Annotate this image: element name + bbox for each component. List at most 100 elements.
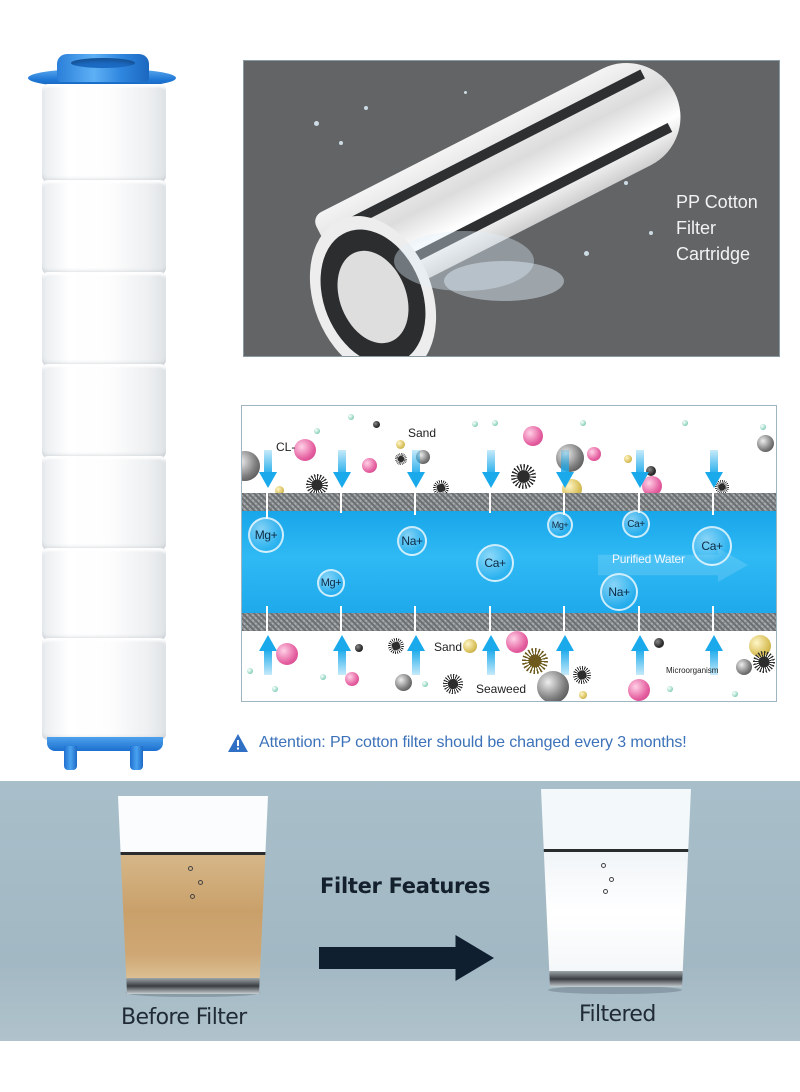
warning-triangle-icon	[227, 733, 249, 753]
particle-icon	[667, 686, 673, 692]
water-droplet	[364, 106, 368, 110]
particle-icon	[373, 421, 380, 428]
filter-features-title: Filter Features	[320, 874, 491, 898]
arrow-up-icon	[556, 635, 574, 675]
comparison-panel	[0, 781, 800, 1041]
particle-icon	[355, 644, 363, 652]
pore-line	[340, 493, 342, 513]
purified-water-label: Purified Water	[612, 552, 685, 566]
particle-icon	[682, 420, 688, 426]
glass-empty-space	[541, 789, 691, 849]
bubble	[601, 863, 606, 868]
attention-text: Attention: PP cotton filter should be ch…	[259, 734, 687, 751]
particle-icon	[579, 691, 587, 699]
particle-icon	[463, 639, 477, 653]
cutaway-label-line: Cartridge	[676, 244, 751, 264]
particle-icon	[506, 631, 528, 653]
sand-label-top: Sand	[408, 426, 437, 440]
arrow-down-icon	[407, 450, 425, 490]
cartridge-segment	[42, 84, 166, 182]
particle-icon	[247, 668, 253, 674]
particle-icon	[492, 420, 498, 426]
cartridge-leg	[64, 746, 77, 770]
particle-icon	[320, 674, 326, 680]
water-droplet	[624, 181, 628, 185]
pore-line	[563, 493, 565, 515]
particle-icon	[580, 420, 586, 426]
before-filter-glass	[118, 796, 268, 994]
arrow-up-icon	[407, 635, 425, 675]
arrow-down-icon	[631, 450, 649, 490]
particle-icon	[362, 458, 377, 473]
arrow-down-icon	[482, 450, 500, 490]
ion-bubble: Na+	[600, 573, 638, 611]
pore-line	[414, 606, 416, 632]
cartridge-segment	[42, 364, 166, 458]
glass-base	[118, 978, 268, 994]
water-splash	[394, 231, 534, 291]
particle-icon	[396, 440, 405, 449]
particle-icon	[624, 455, 632, 463]
microorganism-icon	[388, 638, 404, 654]
water-droplet	[649, 231, 653, 235]
particle-icon	[757, 435, 774, 452]
bubble	[198, 880, 203, 885]
glass-shadow	[548, 986, 682, 994]
cartridge-leg	[130, 746, 143, 770]
arrow-down-icon	[259, 450, 277, 490]
pore-line	[712, 493, 714, 515]
pore-line	[563, 606, 565, 632]
particle-icon	[523, 426, 543, 446]
particle-icon	[628, 679, 650, 701]
clean-water	[541, 852, 691, 973]
pore-line	[414, 493, 416, 515]
filtration-diagram: CL- Sand Purified Water Mg+ Mg+ Na+	[241, 405, 777, 702]
ion-bubble: Ca+	[692, 526, 732, 566]
filtered-caption: Filtered	[579, 1002, 656, 1027]
microorganism-icon	[443, 674, 463, 694]
particle-icon	[314, 428, 320, 434]
pore-line	[266, 606, 268, 632]
cartridge-cap-ring	[57, 54, 149, 82]
cartridge-segment	[42, 180, 166, 274]
particle-icon	[345, 672, 359, 686]
pore-line	[712, 606, 714, 632]
cutaway-label-line: PP Cotton	[676, 192, 758, 212]
seaweed-icon	[522, 648, 548, 674]
particle-icon	[587, 447, 601, 461]
particle-icon	[646, 466, 656, 476]
filter-membrane-bottom	[242, 613, 776, 631]
cartridge-segment	[42, 272, 166, 366]
arrow-down-icon	[333, 450, 351, 490]
water-droplet	[339, 141, 343, 145]
arrow-down-icon	[556, 450, 574, 490]
microorganism-icon	[753, 651, 775, 673]
microorganism-label: Microorganism	[666, 666, 719, 675]
water-line	[541, 849, 691, 852]
microorganism-icon	[511, 464, 536, 489]
arrow-up-icon	[705, 635, 723, 675]
pore-line	[638, 493, 640, 513]
sand-label-bottom: Sand	[434, 640, 463, 654]
pore-line	[266, 493, 268, 519]
ion-bubble: Mg+	[317, 569, 345, 597]
pore-line	[340, 606, 342, 632]
ion-bubble: Mg+	[547, 512, 573, 538]
particle-icon	[395, 674, 412, 691]
bubble	[603, 889, 608, 894]
ion-bubble: Na+	[397, 526, 427, 556]
arrow-up-icon	[259, 635, 277, 675]
particle-icon	[732, 691, 738, 697]
particle-icon	[422, 681, 428, 687]
water-droplet	[314, 121, 319, 126]
chlorine-label: CL-	[276, 440, 296, 454]
microorganism-icon	[573, 666, 591, 684]
filter-membrane-top	[242, 493, 776, 511]
ion-bubble: Ca+	[476, 544, 514, 582]
microorganism-icon	[433, 480, 449, 496]
cartridge-segment	[42, 456, 166, 550]
cartridge-segment	[42, 548, 166, 640]
bubble	[190, 894, 195, 899]
microorganism-icon	[395, 453, 407, 465]
filter-cartridge-image	[0, 0, 220, 780]
